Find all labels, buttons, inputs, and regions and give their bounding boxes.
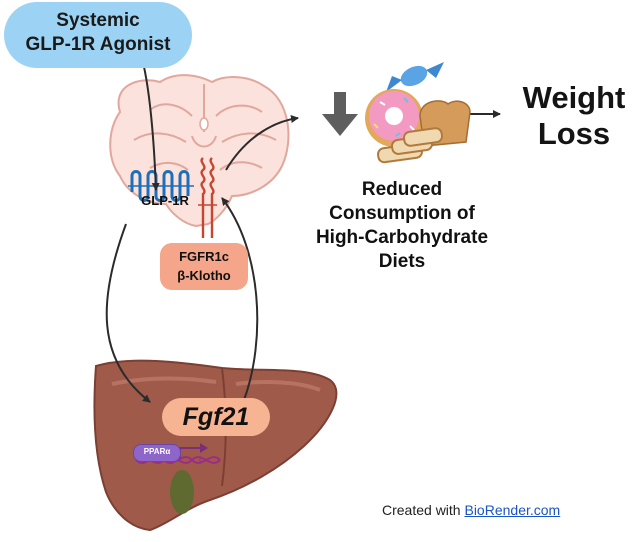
reduced-line3: High-Carbohydrate [315, 227, 489, 248]
glp1r-receptor-icon [128, 170, 194, 202]
weight-line2: Loss [537, 116, 611, 151]
agonist-label: Systemic GLP-1R Agonist [4, 9, 192, 57]
fgf21-pill [162, 398, 270, 436]
gallbladder-icon [170, 470, 194, 514]
biorender-link[interactable]: BioRender.com [464, 502, 561, 518]
liver-icon [93, 359, 338, 532]
reduced-line2: Consumption of [329, 203, 475, 224]
arrow-agonist-to-glp1r [141, 57, 160, 191]
credit-line: Created with BioRender.com [382, 501, 632, 519]
transcription-arrowhead-icon [200, 443, 208, 453]
agonist-label-line1: Systemic [56, 10, 140, 31]
glp1r-label: GLP-1R [141, 193, 189, 208]
candy-icon [386, 62, 444, 92]
fgfr-label-line1: FGFR1c [179, 249, 229, 264]
reduced-consumption-label: Reduced Consumption of High-Carbohydrate… [296, 178, 508, 274]
arrow-fgf21-to-fgfr [221, 197, 259, 401]
fgfr-label-line2: β-Klotho [177, 268, 231, 283]
agonist-pill [4, 2, 192, 68]
bread-icon [377, 100, 471, 164]
ppar-pill [133, 444, 181, 462]
reduced-line1: Reduced [361, 179, 443, 200]
fgfr-pill [160, 243, 248, 290]
fgf21-label: Fgf21 [182, 403, 250, 431]
arrow-brain-to-liver [105, 223, 151, 403]
credit-prefix: Created with [382, 502, 465, 518]
ppar-label: PPARα [143, 447, 171, 456]
weight-loss-label: Weight Loss [510, 80, 638, 152]
fgfr-receptor-icon [198, 157, 217, 238]
down-arrow-icon [322, 92, 358, 136]
reduced-line4: Diets [378, 251, 426, 272]
arrow-brain-to-diet [225, 115, 299, 171]
weight-line1: Weight [522, 80, 626, 115]
fgfr-label: FGFR1c β-Klotho [160, 247, 248, 285]
agonist-label-line2: GLP-1R Agonist [25, 34, 171, 55]
